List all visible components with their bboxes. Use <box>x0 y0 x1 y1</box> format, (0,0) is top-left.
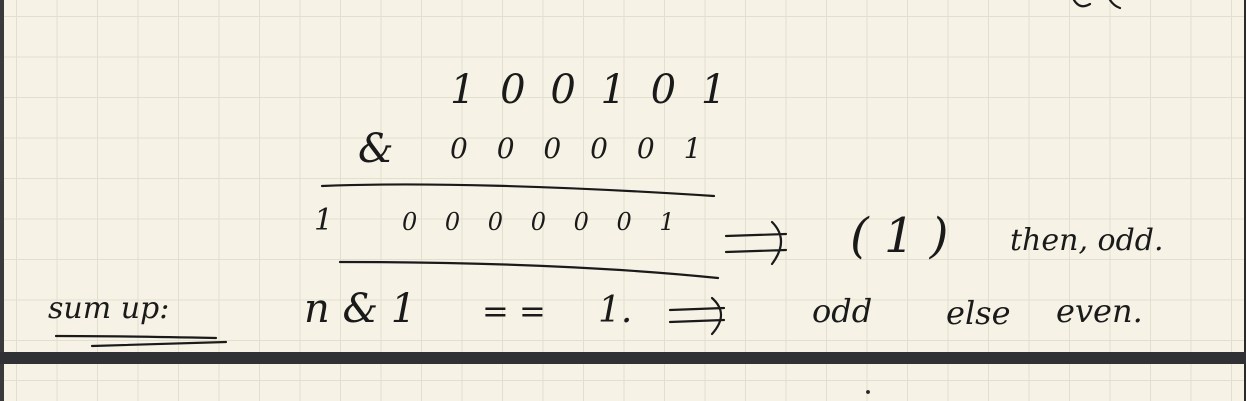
result-conclusion-text: then, odd. <box>1010 223 1164 258</box>
note-page-2[interactable] <box>4 364 1244 401</box>
formula-lhs-text: n & 1 <box>304 286 416 332</box>
and-operator-text: & <box>358 126 394 172</box>
underline-1 <box>320 183 716 198</box>
page-separator <box>0 352 1246 364</box>
window-left-edge <box>0 0 4 401</box>
result-paren-text: ( 1 ) <box>850 208 949 264</box>
ink-dot <box>866 390 870 394</box>
ink-fragment-top <box>1072 0 1122 10</box>
result-left-digit: 1 <box>314 203 333 238</box>
sum-up-underline <box>54 334 228 348</box>
underline-2 <box>338 260 720 280</box>
formula-rhs-text: 1. <box>598 290 632 331</box>
conclusion-even-text: even. <box>1056 292 1143 330</box>
note-page-1[interactable] <box>4 0 1244 352</box>
formula-eq-text: = = <box>482 292 546 330</box>
conclusion-odd-text: odd <box>812 292 872 330</box>
operand-b-text: 0 0 0 0 0 1 <box>450 132 711 165</box>
operand-a-text: 1 0 0 1 0 1 <box>450 67 732 113</box>
double-arrow-1 <box>724 220 788 266</box>
result-row-text: 0 0 0 0 0 0 1 <box>402 208 685 236</box>
conclusion-else-text: else <box>946 294 1011 332</box>
double-arrow-2 <box>668 296 726 336</box>
sum-up-label: sum up: <box>48 291 169 326</box>
